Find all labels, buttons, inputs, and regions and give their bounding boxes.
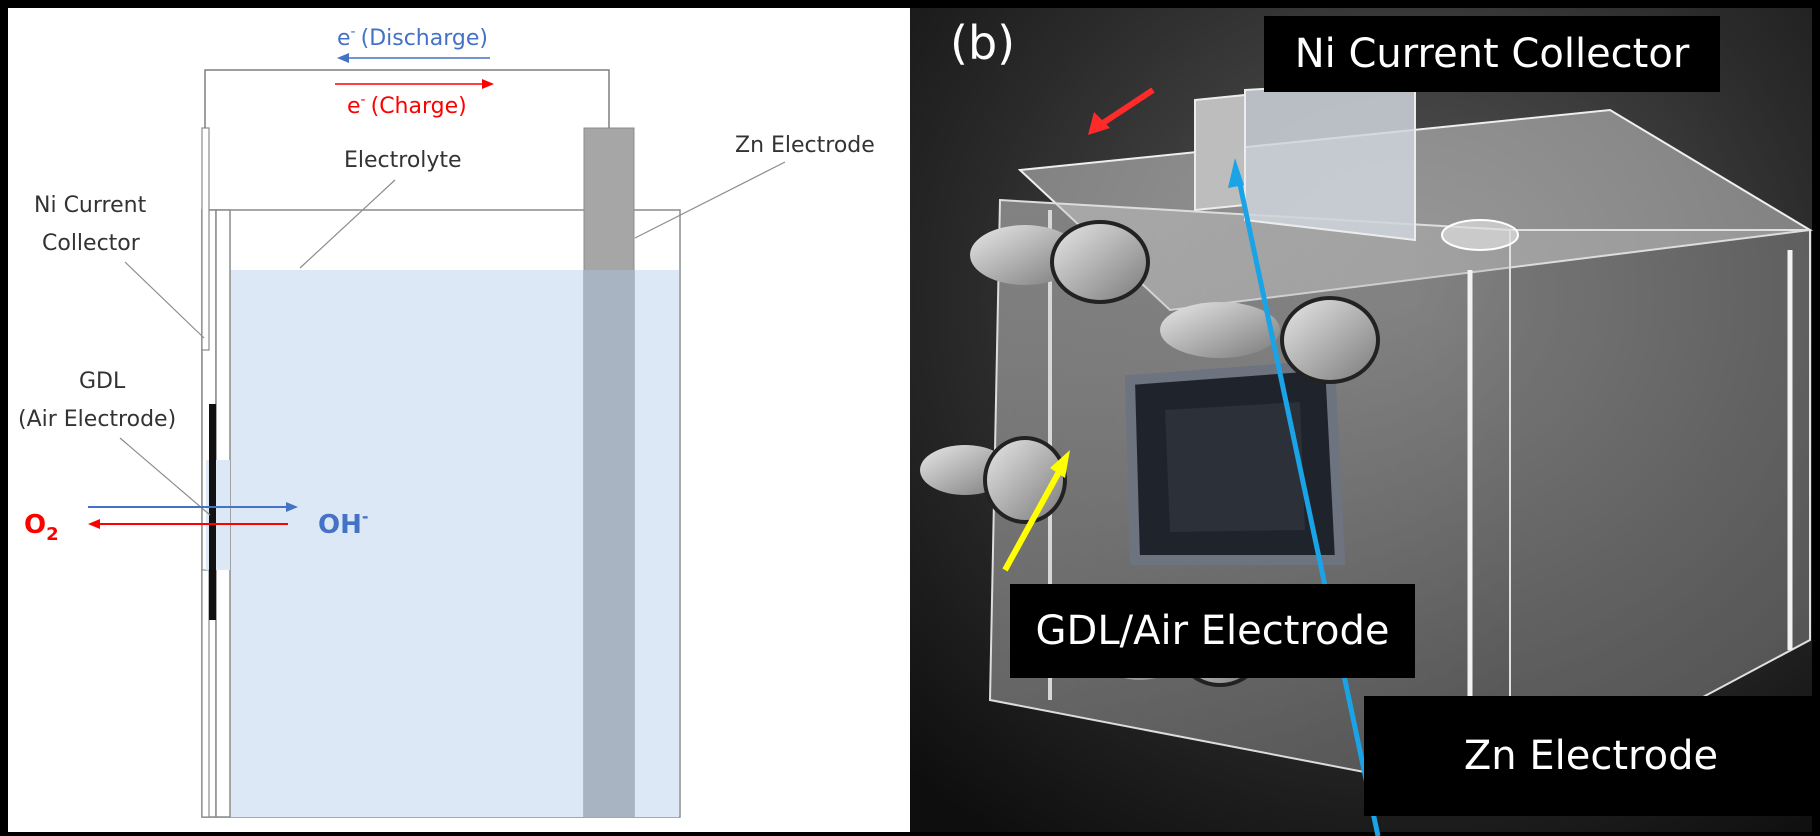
charge-arrowhead	[482, 79, 494, 89]
panel-b-photo	[910, 8, 1813, 836]
ni-pointer-arrow	[1098, 87, 1155, 128]
panel-a-tag: (a)	[16, 22, 81, 76]
external-circuit-wire	[204, 69, 610, 128]
bolt-top-left	[970, 220, 1150, 304]
acrylic-side	[1509, 229, 1811, 802]
ni-collector-leader	[124, 261, 205, 339]
oh-label: OH-	[318, 507, 369, 540]
ni-strip-photo	[1194, 93, 1246, 212]
zn-pointer-arrowhead	[1228, 158, 1244, 188]
gdl-pointer-arrow	[1002, 468, 1063, 572]
bolt-top-center	[1160, 296, 1380, 384]
panel-a-schematic: e-(Discharge) e-(Charge) Electrolyte Zn …	[8, 8, 910, 832]
ni-collector-callout: Ni Current Collector	[1264, 16, 1720, 92]
gdl-leader	[119, 437, 211, 516]
charge-label: e-(Charge)	[347, 92, 467, 119]
gdl-label-line1: GDL	[79, 369, 126, 394]
zn-electrode-callout: Zn Electrode	[1364, 696, 1818, 816]
zn-pointer-arrow	[1235, 174, 1381, 836]
zn-plate-photo	[1244, 78, 1416, 242]
o2-arrowhead	[88, 519, 100, 529]
panel-b-tag: (b)	[950, 16, 1016, 70]
discharge-label: e-(Discharge)	[337, 24, 488, 51]
electrolyte-label: Electrolyte	[344, 148, 462, 173]
oh-arrowhead	[286, 502, 298, 512]
gdl-membrane-photo	[1165, 402, 1305, 532]
ni-current-collector-lower	[201, 569, 210, 818]
zn-electrode-submerged	[584, 270, 634, 817]
zn-electrode-leader	[634, 161, 786, 239]
gdl-air-electrode	[209, 404, 216, 620]
ni-current-collector	[201, 127, 210, 351]
ni-pointer-arrowhead	[1088, 112, 1110, 135]
electrolyte-leader	[299, 179, 396, 269]
ni-collector-label-line2: Collector	[42, 231, 141, 256]
ni-collector-label-line1: Ni Current	[34, 193, 147, 218]
gdl-label-line2: (Air Electrode)	[18, 407, 176, 432]
zn-electrode-label: Zn Electrode	[735, 133, 875, 158]
gdl-callout: GDL/Air Electrode	[1010, 584, 1415, 678]
fill-port	[1441, 219, 1519, 251]
discharge-arrowhead	[337, 53, 349, 63]
o2-label: O2	[24, 510, 59, 545]
gdl-pointer-arrowhead	[1050, 450, 1070, 478]
